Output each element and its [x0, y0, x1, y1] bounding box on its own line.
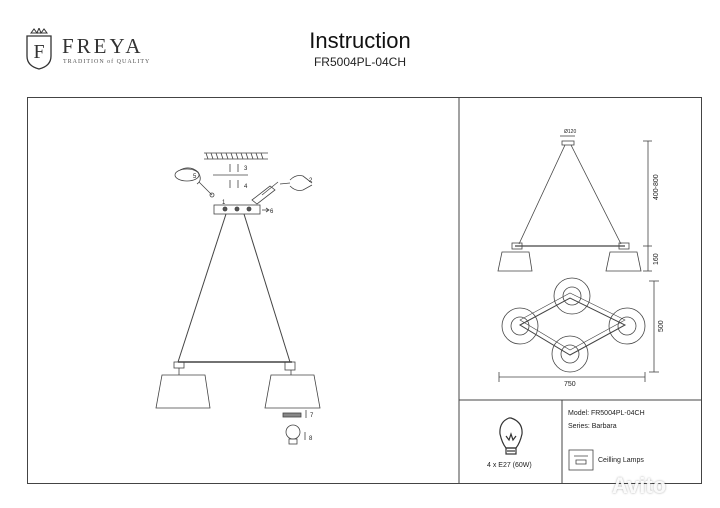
lightbulb-icon: [499, 417, 523, 455]
wiring-detail-right: [251, 175, 313, 205]
dim-height: 400-800: [653, 174, 660, 200]
category-label: Ceilling Lamps: [598, 457, 644, 464]
product-code: FR5004PL-04CH: [313, 55, 407, 69]
page-title: Instruction: [309, 28, 411, 53]
step-number: 6: [270, 209, 274, 215]
step-number: 2: [309, 178, 313, 184]
series-label: Series: Barbara: [568, 423, 617, 430]
step-number: 4: [244, 184, 248, 190]
ceiling-screws: [204, 152, 268, 160]
brand-name: FREYA: [62, 34, 144, 58]
step-number: 5: [193, 174, 197, 180]
rod-right: [243, 213, 291, 363]
bulb-spec: 4 x E27 (60W): [487, 462, 532, 469]
dim-width: 750: [564, 381, 576, 388]
logo-letter: F: [33, 41, 44, 63]
top-view: [498, 277, 659, 382]
bulb-icon: [285, 424, 301, 440]
model-label: Model: FR5004PL-04CH: [568, 410, 645, 417]
dim-canopy-width: Ø120: [564, 129, 576, 135]
drawing-frame: [27, 97, 702, 484]
canopy: [213, 204, 261, 215]
shade-left: [155, 374, 211, 409]
dim-shade-height: 160: [653, 253, 660, 265]
rod-left: [177, 213, 227, 363]
step-number: 3: [244, 166, 248, 172]
shade-right: [264, 374, 321, 409]
ceiling-lamp-icon: [568, 449, 594, 471]
step-number: 8: [309, 436, 313, 442]
step-number: 1: [222, 200, 226, 206]
wiring-detail-left: [174, 167, 215, 198]
step-number: 7: [310, 413, 314, 419]
brand-logo: F FREYA TRADITION of QUALITY: [22, 28, 182, 73]
brand-tagline: TRADITION of QUALITY: [63, 59, 151, 65]
crest-icon: F: [26, 28, 52, 70]
watermark: Avito: [612, 473, 667, 498]
dim-depth: 500: [658, 320, 665, 332]
assembly-diagram: [155, 152, 321, 445]
side-view: [497, 135, 652, 272]
